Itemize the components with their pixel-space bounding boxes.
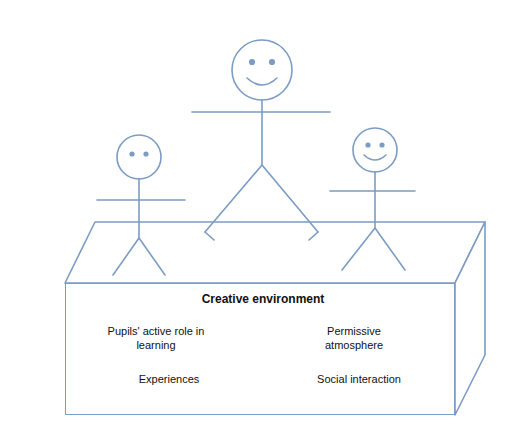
box-top-face xyxy=(65,222,485,283)
box-heading: Creative environment xyxy=(202,292,325,306)
stick-figure xyxy=(192,40,330,240)
factor-label: Social interaction xyxy=(317,372,401,386)
box-side-face xyxy=(455,222,485,415)
environment-box: Creative environmentPupils' active role … xyxy=(65,283,455,415)
stick-figure xyxy=(97,135,185,275)
factor-label: Experiences xyxy=(139,372,200,386)
stick-figure xyxy=(330,128,415,270)
factor-label: Pupils' active role in learning xyxy=(102,324,210,352)
factor-label: Permissive atmosphere xyxy=(314,324,394,352)
